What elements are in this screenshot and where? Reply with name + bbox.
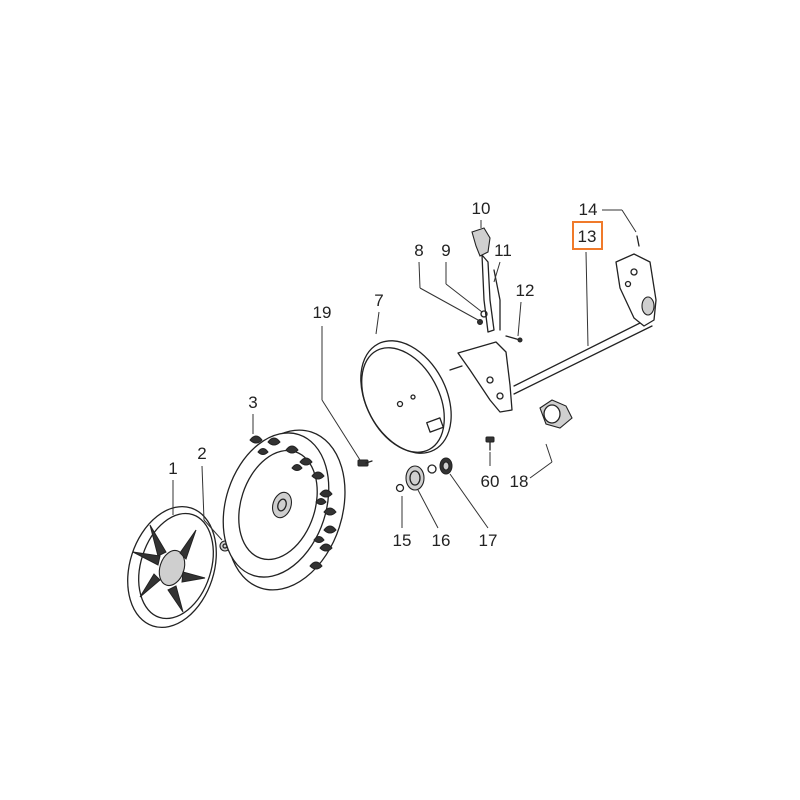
leader-lines — [172, 209, 637, 541]
callout-14[interactable]: 14 — [579, 200, 598, 219]
callout-15[interactable]: 15 — [393, 531, 412, 550]
callout-8[interactable]: 8 — [414, 241, 423, 260]
callout-13[interactable]: 13 — [578, 227, 597, 246]
callout-9[interactable]: 9 — [441, 241, 450, 260]
part-screw-19[interactable] — [357, 459, 373, 467]
part-knob-10[interactable] — [471, 227, 491, 257]
callout-10[interactable]: 10 — [472, 199, 491, 218]
part-wheel[interactable] — [206, 415, 365, 606]
part-pin-12[interactable] — [505, 335, 523, 343]
part-adjuster-plate[interactable] — [449, 341, 513, 413]
callout-1[interactable]: 1 — [168, 459, 177, 478]
part-disc[interactable] — [343, 325, 470, 469]
part-screw-60[interactable] — [485, 436, 495, 451]
part-lever-11[interactable] — [481, 254, 501, 333]
callout-18[interactable]: 18 — [510, 472, 529, 491]
callout-2[interactable]: 2 — [197, 444, 206, 463]
callout-12[interactable]: 12 — [516, 281, 535, 300]
callout-16[interactable]: 16 — [432, 531, 451, 550]
part-gear-17[interactable] — [427, 457, 453, 475]
callout-19[interactable]: 19 — [313, 303, 332, 322]
part-gear-16[interactable] — [405, 465, 425, 491]
part-bracket-18[interactable] — [539, 399, 573, 429]
highlight-box-13 — [572, 221, 603, 250]
callout-labels: 1 2 3 7 8 9 10 11 12 13 14 19 15 16 17 6… — [168, 199, 603, 550]
part-hub-cap[interactable] — [113, 495, 231, 639]
callout-3[interactable]: 3 — [248, 393, 257, 412]
callout-17[interactable]: 17 — [479, 531, 498, 550]
callout-11[interactable]: 11 — [494, 241, 512, 260]
part-spring-9[interactable] — [480, 310, 488, 318]
callout-7[interactable]: 7 — [374, 291, 383, 310]
callout-60[interactable]: 60 — [481, 472, 500, 491]
part-pin-8[interactable] — [477, 319, 483, 325]
part-clip-14[interactable] — [636, 235, 640, 247]
part-axle-13[interactable] — [513, 253, 657, 395]
part-washer-15[interactable] — [395, 483, 405, 493]
